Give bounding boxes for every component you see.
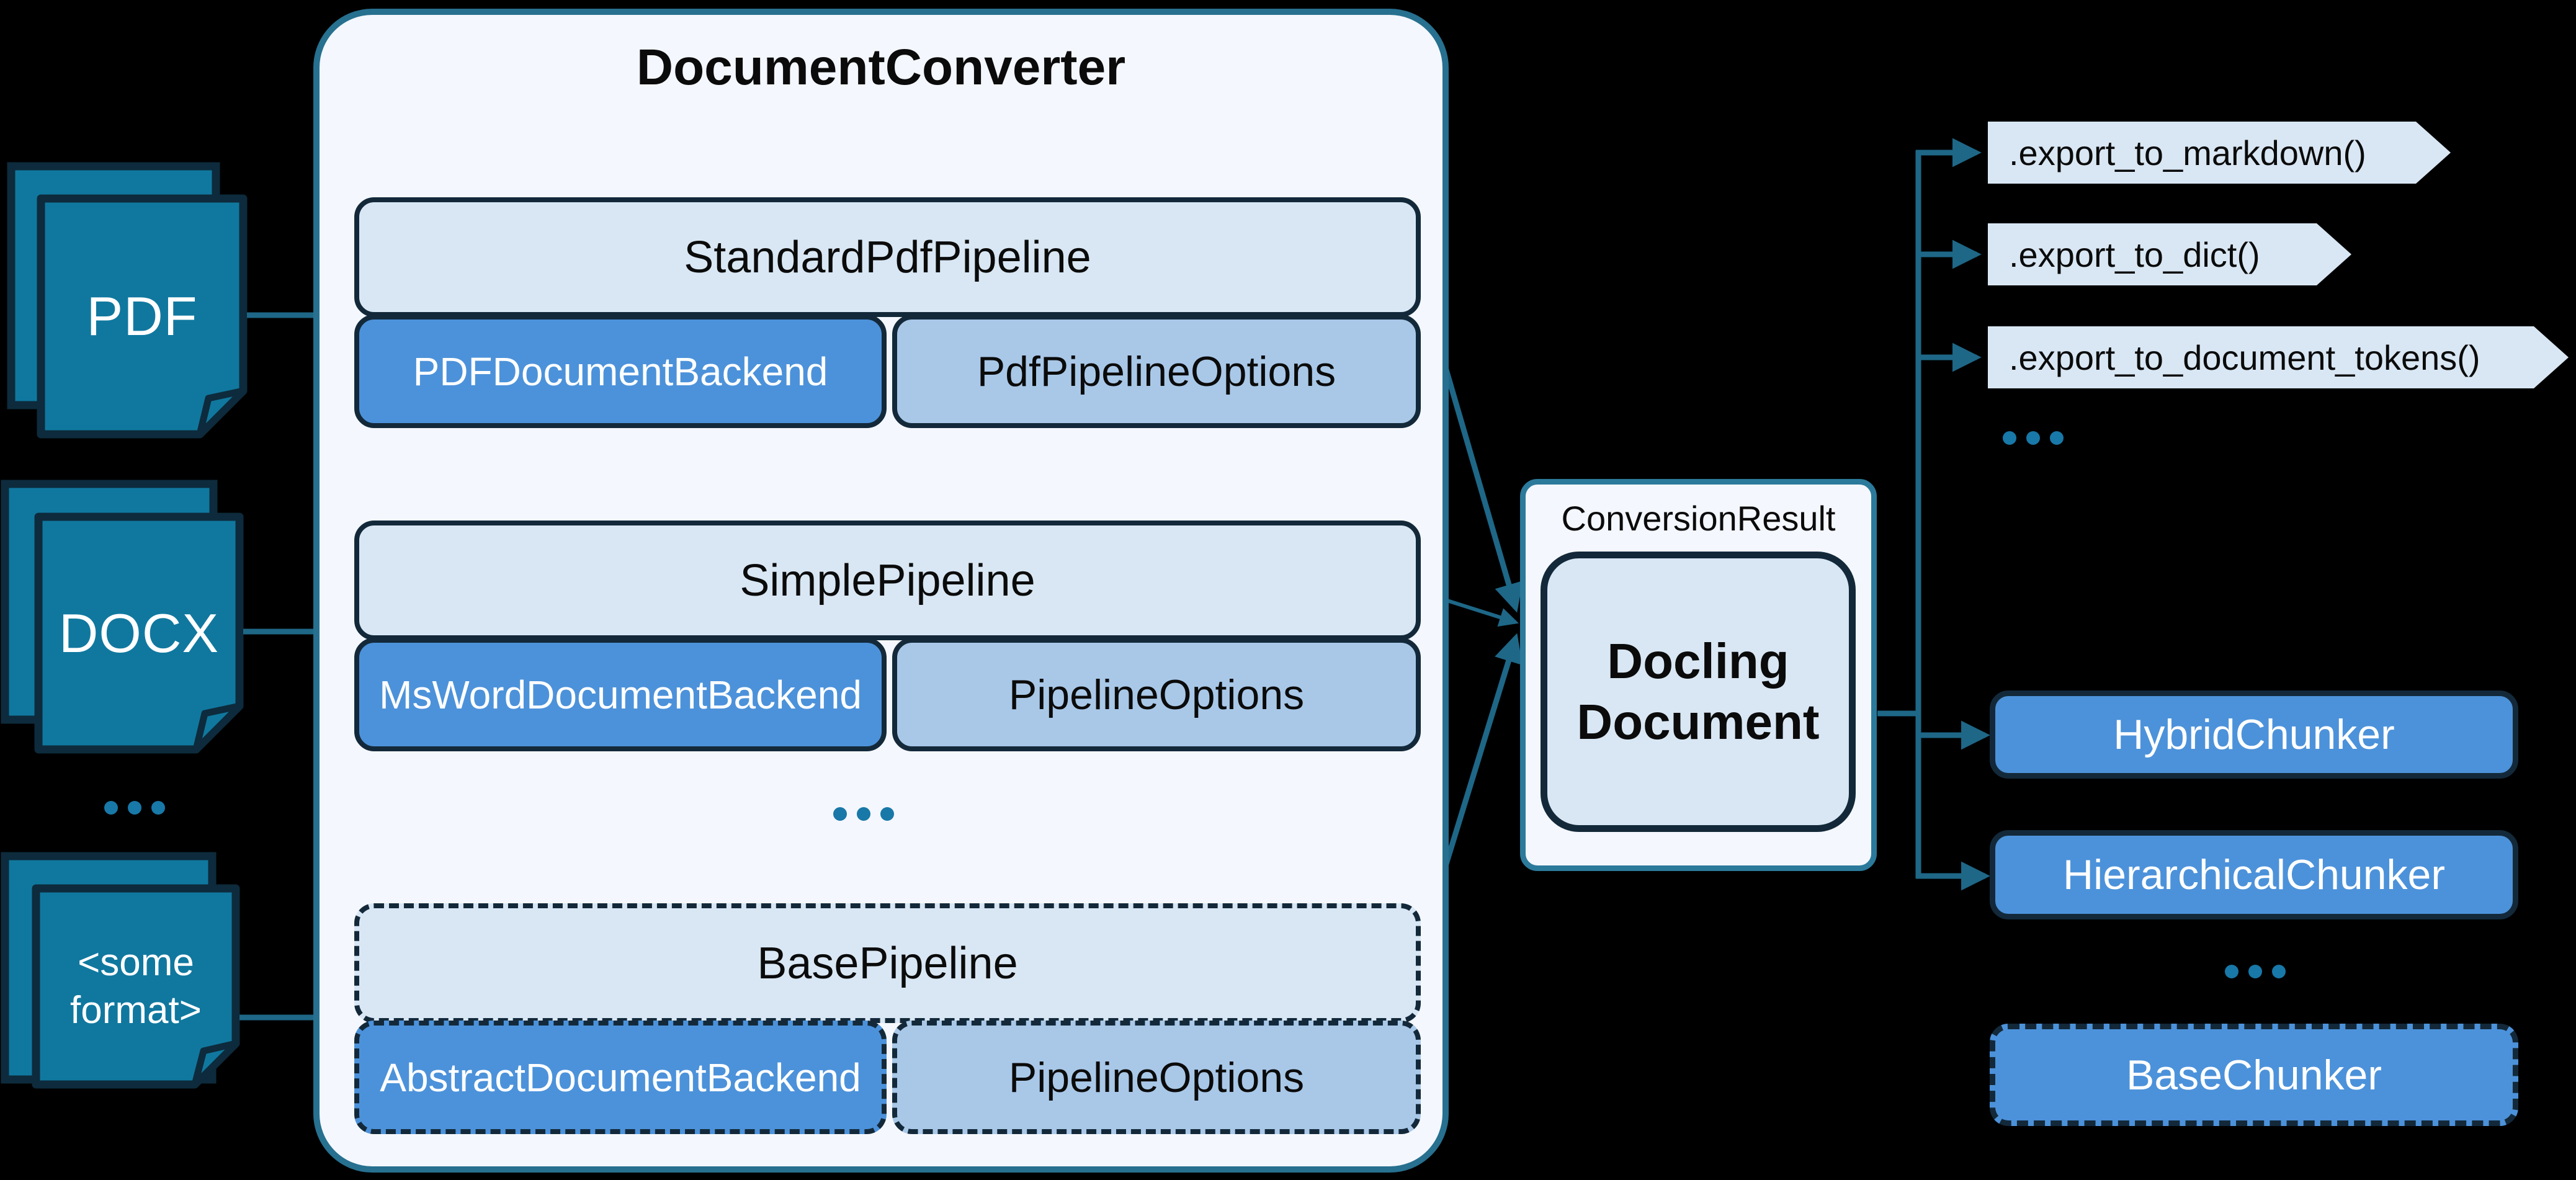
hybrid-chunker-box: HybridChunker [1990,691,2518,779]
msword-document-backend-label: MsWordDocumentBackend [379,672,862,717]
base-pipeline-options-box: PipelineOptions [892,1021,1421,1134]
pdf-document-backend-label: PDFDocumentBackend [413,349,828,394]
pdf-label-text: PDF [86,285,198,347]
pipeline-options-box: PipelineOptions [892,638,1421,751]
standard-pdf-pipeline-box: StandardPdfPipeline [354,197,1421,317]
document-converter-title: DocumentConverter [636,39,1126,96]
exports-ellipsis-dots [2003,431,2064,445]
chunkers-ellipsis-dots [2225,965,2286,978]
pdf-pipeline-options-box: PdfPipelineOptions [892,315,1421,428]
conversion-result-label: ConversionResult [1561,499,1836,538]
pdf-document-backend-box: PDFDocumentBackend [354,315,887,428]
document-converter-box: DocumentConverter StandardPdfPipeline PD… [313,9,1449,1173]
base-pipeline-group: BasePipeline AbstractDocumentBackend Pip… [354,903,1421,1134]
base-pipeline-options-label: PipelineOptions [1008,1053,1305,1101]
base-pipeline-box: BasePipeline [354,903,1421,1023]
standard-pdf-pipeline-label: StandardPdfPipeline [684,232,1091,282]
converter-ellipsis-dots [833,807,894,821]
input-ellipsis-dots [104,801,165,815]
docling-document-line1: Docling [1607,633,1789,689]
simple-pipeline-box: SimplePipeline [354,521,1421,640]
export-to-markdown-chevron: .export_to_markdown() [1988,122,2451,184]
export-to-dict-chevron: .export_to_dict() [1988,223,2351,285]
base-pipeline-label: BasePipeline [757,938,1018,988]
msword-document-backend-box: MsWordDocumentBackend [354,638,887,751]
abstract-document-backend-box: AbstractDocumentBackend [354,1021,887,1134]
some-format-label-line1: <some [78,941,194,984]
conversion-result-box: ConversionResult Docling Document [1520,479,1877,871]
docx-stack-label: DOCX [38,517,239,749]
some-format-stack-label: <some format> [36,888,236,1084]
pdf-stack-label: PDF [41,199,243,434]
simple-pipeline-label: SimplePipeline [740,555,1035,606]
simple-pipeline-group: SimplePipeline MsWordDocumentBackend Pip… [354,521,1421,751]
docling-document-box: Docling Document [1541,552,1856,832]
standard-pdf-pipeline-group: StandardPdfPipeline PDFDocumentBackend P… [354,197,1421,428]
docx-label-text: DOCX [58,602,220,664]
base-chunker-box: BaseChunker [1990,1024,2518,1126]
pipeline-options-label: PipelineOptions [1008,671,1305,718]
docling-document-line2: Document [1576,694,1820,749]
some-format-label-line2: format> [70,989,202,1032]
abstract-document-backend-label: AbstractDocumentBackend [380,1055,861,1100]
export-to-document-tokens-chevron: .export_to_document_tokens() [1988,326,2569,388]
pdf-pipeline-options-label: PdfPipelineOptions [977,347,1336,395]
hierarchical-chunker-box: HierarchicalChunker [1990,830,2518,919]
